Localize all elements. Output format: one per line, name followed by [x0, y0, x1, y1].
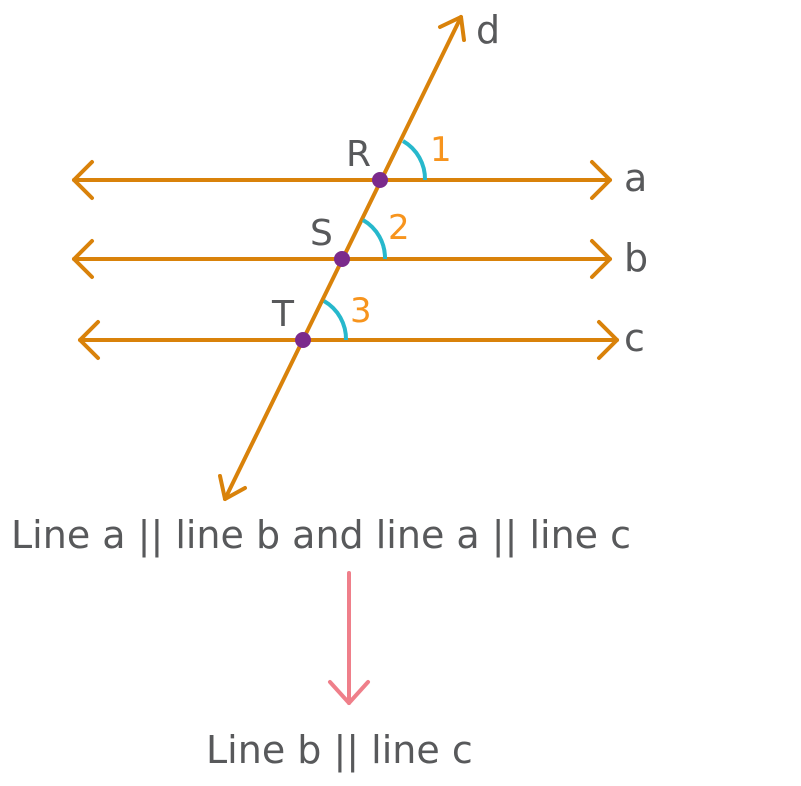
label-angle-2: 2: [388, 208, 410, 248]
label-a: a: [624, 156, 647, 200]
angle-1-arc: [401, 139, 428, 181]
premise-statement: Line a || line b and line a || line c: [11, 513, 632, 557]
label-b: b: [624, 236, 648, 280]
point-t: [295, 332, 311, 348]
label-point-t: T: [271, 294, 295, 335]
label-angle-3: 3: [350, 291, 372, 331]
line-a: [72, 160, 612, 200]
angle-2-arc: [361, 218, 388, 260]
line-c: [78, 320, 619, 360]
implication-arrow: [328, 571, 370, 705]
label-c: c: [624, 316, 645, 360]
conclusion-statement: Line b || line c: [206, 728, 473, 772]
label-d: d: [476, 8, 500, 52]
angle-3-arc: [322, 299, 349, 341]
point-s: [334, 251, 350, 267]
label-point-s: S: [310, 213, 333, 254]
label-point-r: R: [346, 134, 371, 175]
point-r: [372, 172, 388, 188]
label-angle-1: 1: [430, 130, 452, 170]
